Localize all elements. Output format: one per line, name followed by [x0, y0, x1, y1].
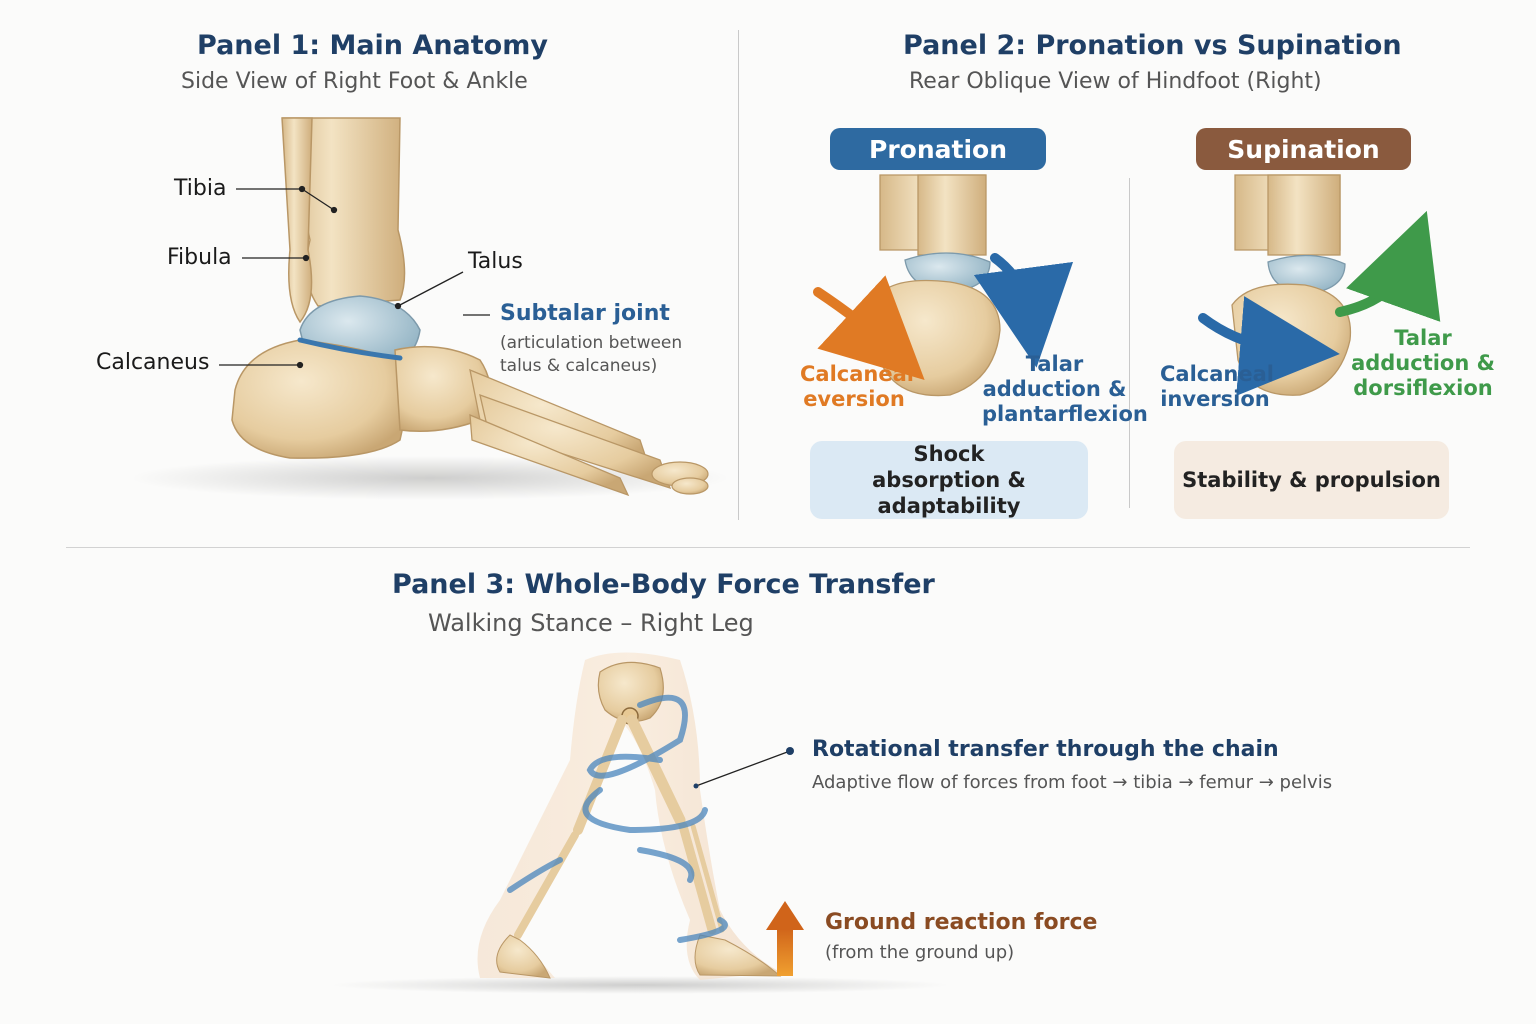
talus-label: Talus [468, 249, 523, 274]
subtalar-joint-label: Subtalar joint [500, 301, 670, 326]
rotational-transfer-note: Adaptive flow of forces from foot → tibi… [812, 772, 1333, 793]
panel3-title: Panel 3: Whole-Body Force Transfer [392, 569, 935, 600]
talar-adduction-plantarflexion-label: Talar adduction & plantarflexion [982, 352, 1148, 427]
calcaneal-eversion-label: Calcaneal eversion [800, 362, 914, 412]
divider-horizontal [66, 547, 1470, 548]
panel3-subtitle: Walking Stance – Right Leg [428, 609, 754, 637]
fibula-label: Fibula [167, 245, 232, 270]
pronation-effect-box: Shock absorption & adaptability [810, 441, 1088, 519]
tibia-label: Tibia [174, 176, 227, 201]
calcaneal-inversion-label: Calcaneal inversion [1160, 362, 1274, 412]
pronation-pill: Pronation [830, 128, 1046, 170]
panel1-title: Panel 1: Main Anatomy [197, 30, 548, 61]
ground-reaction-force-note: (from the ground up) [825, 942, 1015, 963]
rotational-transfer-title: Rotational transfer through the chain [812, 737, 1279, 762]
supination-pill: Supination [1196, 128, 1411, 170]
pronation-hindfoot [813, 174, 1074, 397]
calcaneus-label: Calcaneus [96, 350, 210, 375]
ground-reaction-force-title: Ground reaction force [825, 910, 1098, 935]
talar-adduction-dorsiflexion-label: Talar adduction & dorsiflexion [1351, 326, 1495, 401]
subtalar-joint-note: (articulation between talus & calcaneus) [500, 333, 683, 376]
divider-pronation-supination [1129, 178, 1130, 508]
panel1-subtitle: Side View of Right Foot & Ankle [181, 69, 528, 94]
panel2-subtitle: Rear Oblique View of Hindfoot (Right) [909, 69, 1322, 94]
divider-panel1-panel2 [738, 30, 739, 520]
supination-effect-box: Stability & propulsion [1174, 441, 1449, 519]
supination-hindfoot [1198, 174, 1441, 396]
panel2-title: Panel 2: Pronation vs Supination [903, 30, 1402, 61]
